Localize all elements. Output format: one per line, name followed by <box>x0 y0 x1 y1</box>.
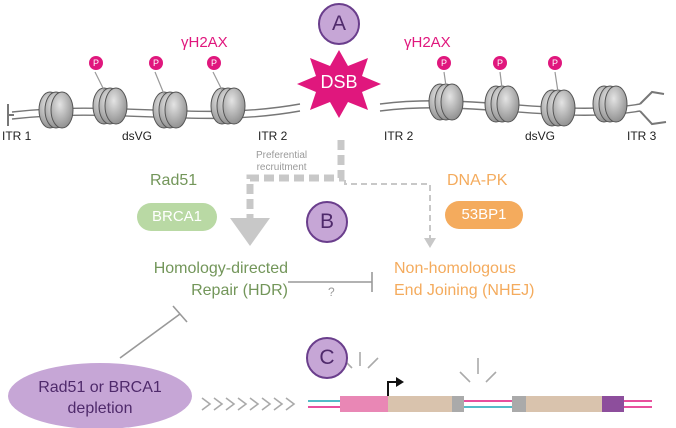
nucleosome <box>38 91 74 129</box>
dsvg-left-label: dsVG <box>122 129 153 143</box>
itr2-right-label: ITR 2 <box>384 129 414 143</box>
dsb-star-icon <box>297 50 381 118</box>
nucleosome <box>92 87 128 125</box>
dsb-label: DSB <box>320 72 358 92</box>
itr3-label: ITR 3 <box>627 129 657 143</box>
transgene-block <box>388 396 452 412</box>
nucleosome <box>152 91 188 129</box>
gh2ax-right-label: γH2AX <box>404 34 451 51</box>
recruitment-arrows <box>230 140 436 248</box>
nucleosome <box>592 85 628 123</box>
nucleosome <box>484 85 520 123</box>
phospho-badge: P <box>149 56 163 70</box>
nhej-label: Non-homologous End Joining (NHEJ) <box>394 260 535 299</box>
chevron-arrows <box>201 397 296 411</box>
dsvg-right-label: dsVG <box>525 129 556 143</box>
vector-genome-construct <box>308 352 652 412</box>
polya-block <box>602 396 624 412</box>
phospho-badge: P <box>89 56 103 70</box>
phospho-badge: P <box>493 56 507 70</box>
nucleosome <box>210 87 246 125</box>
question-mark-label: ? <box>328 285 335 299</box>
53bp1-pill: 53BP1 <box>445 201 523 229</box>
promoter-block <box>340 396 388 412</box>
nucleosome <box>428 83 464 121</box>
preferential-recruitment-label: Preferential recruitment <box>256 150 308 173</box>
break-marks <box>341 352 497 383</box>
step-a-badge: A <box>318 3 360 45</box>
phospho-badge: P <box>437 56 451 70</box>
nucleosome-group <box>38 83 628 129</box>
brca1-pill: BRCA1 <box>137 203 217 231</box>
grey-block <box>452 396 464 412</box>
step-b-badge: B <box>306 201 348 243</box>
dnapk-label: DNA-PK <box>447 172 508 189</box>
nucleosome <box>540 89 576 127</box>
rad51-label: Rad51 <box>150 172 198 189</box>
depletion-label: Rad51 or BRCA1 depletion <box>38 379 162 417</box>
depletion-ellipse <box>8 363 192 428</box>
hdr-label: Homology-directed Repair (HDR) <box>153 260 288 299</box>
itr1-label: ITR 1 <box>2 129 32 143</box>
tss-arrow-icon <box>387 381 398 396</box>
phospho-badge: P <box>548 56 562 70</box>
step-c-badge: C <box>306 337 348 379</box>
phospho-stems <box>94 71 559 95</box>
phospho-badge: P <box>207 56 221 70</box>
itr2-left-label: ITR 2 <box>258 129 288 143</box>
grey-block <box>512 396 526 412</box>
hdr-inhibits-nhej <box>288 272 373 292</box>
gh2ax-left-label: γH2AX <box>181 34 228 51</box>
depletion-inhibits-hdr <box>119 305 188 359</box>
transgene-block <box>526 396 602 412</box>
